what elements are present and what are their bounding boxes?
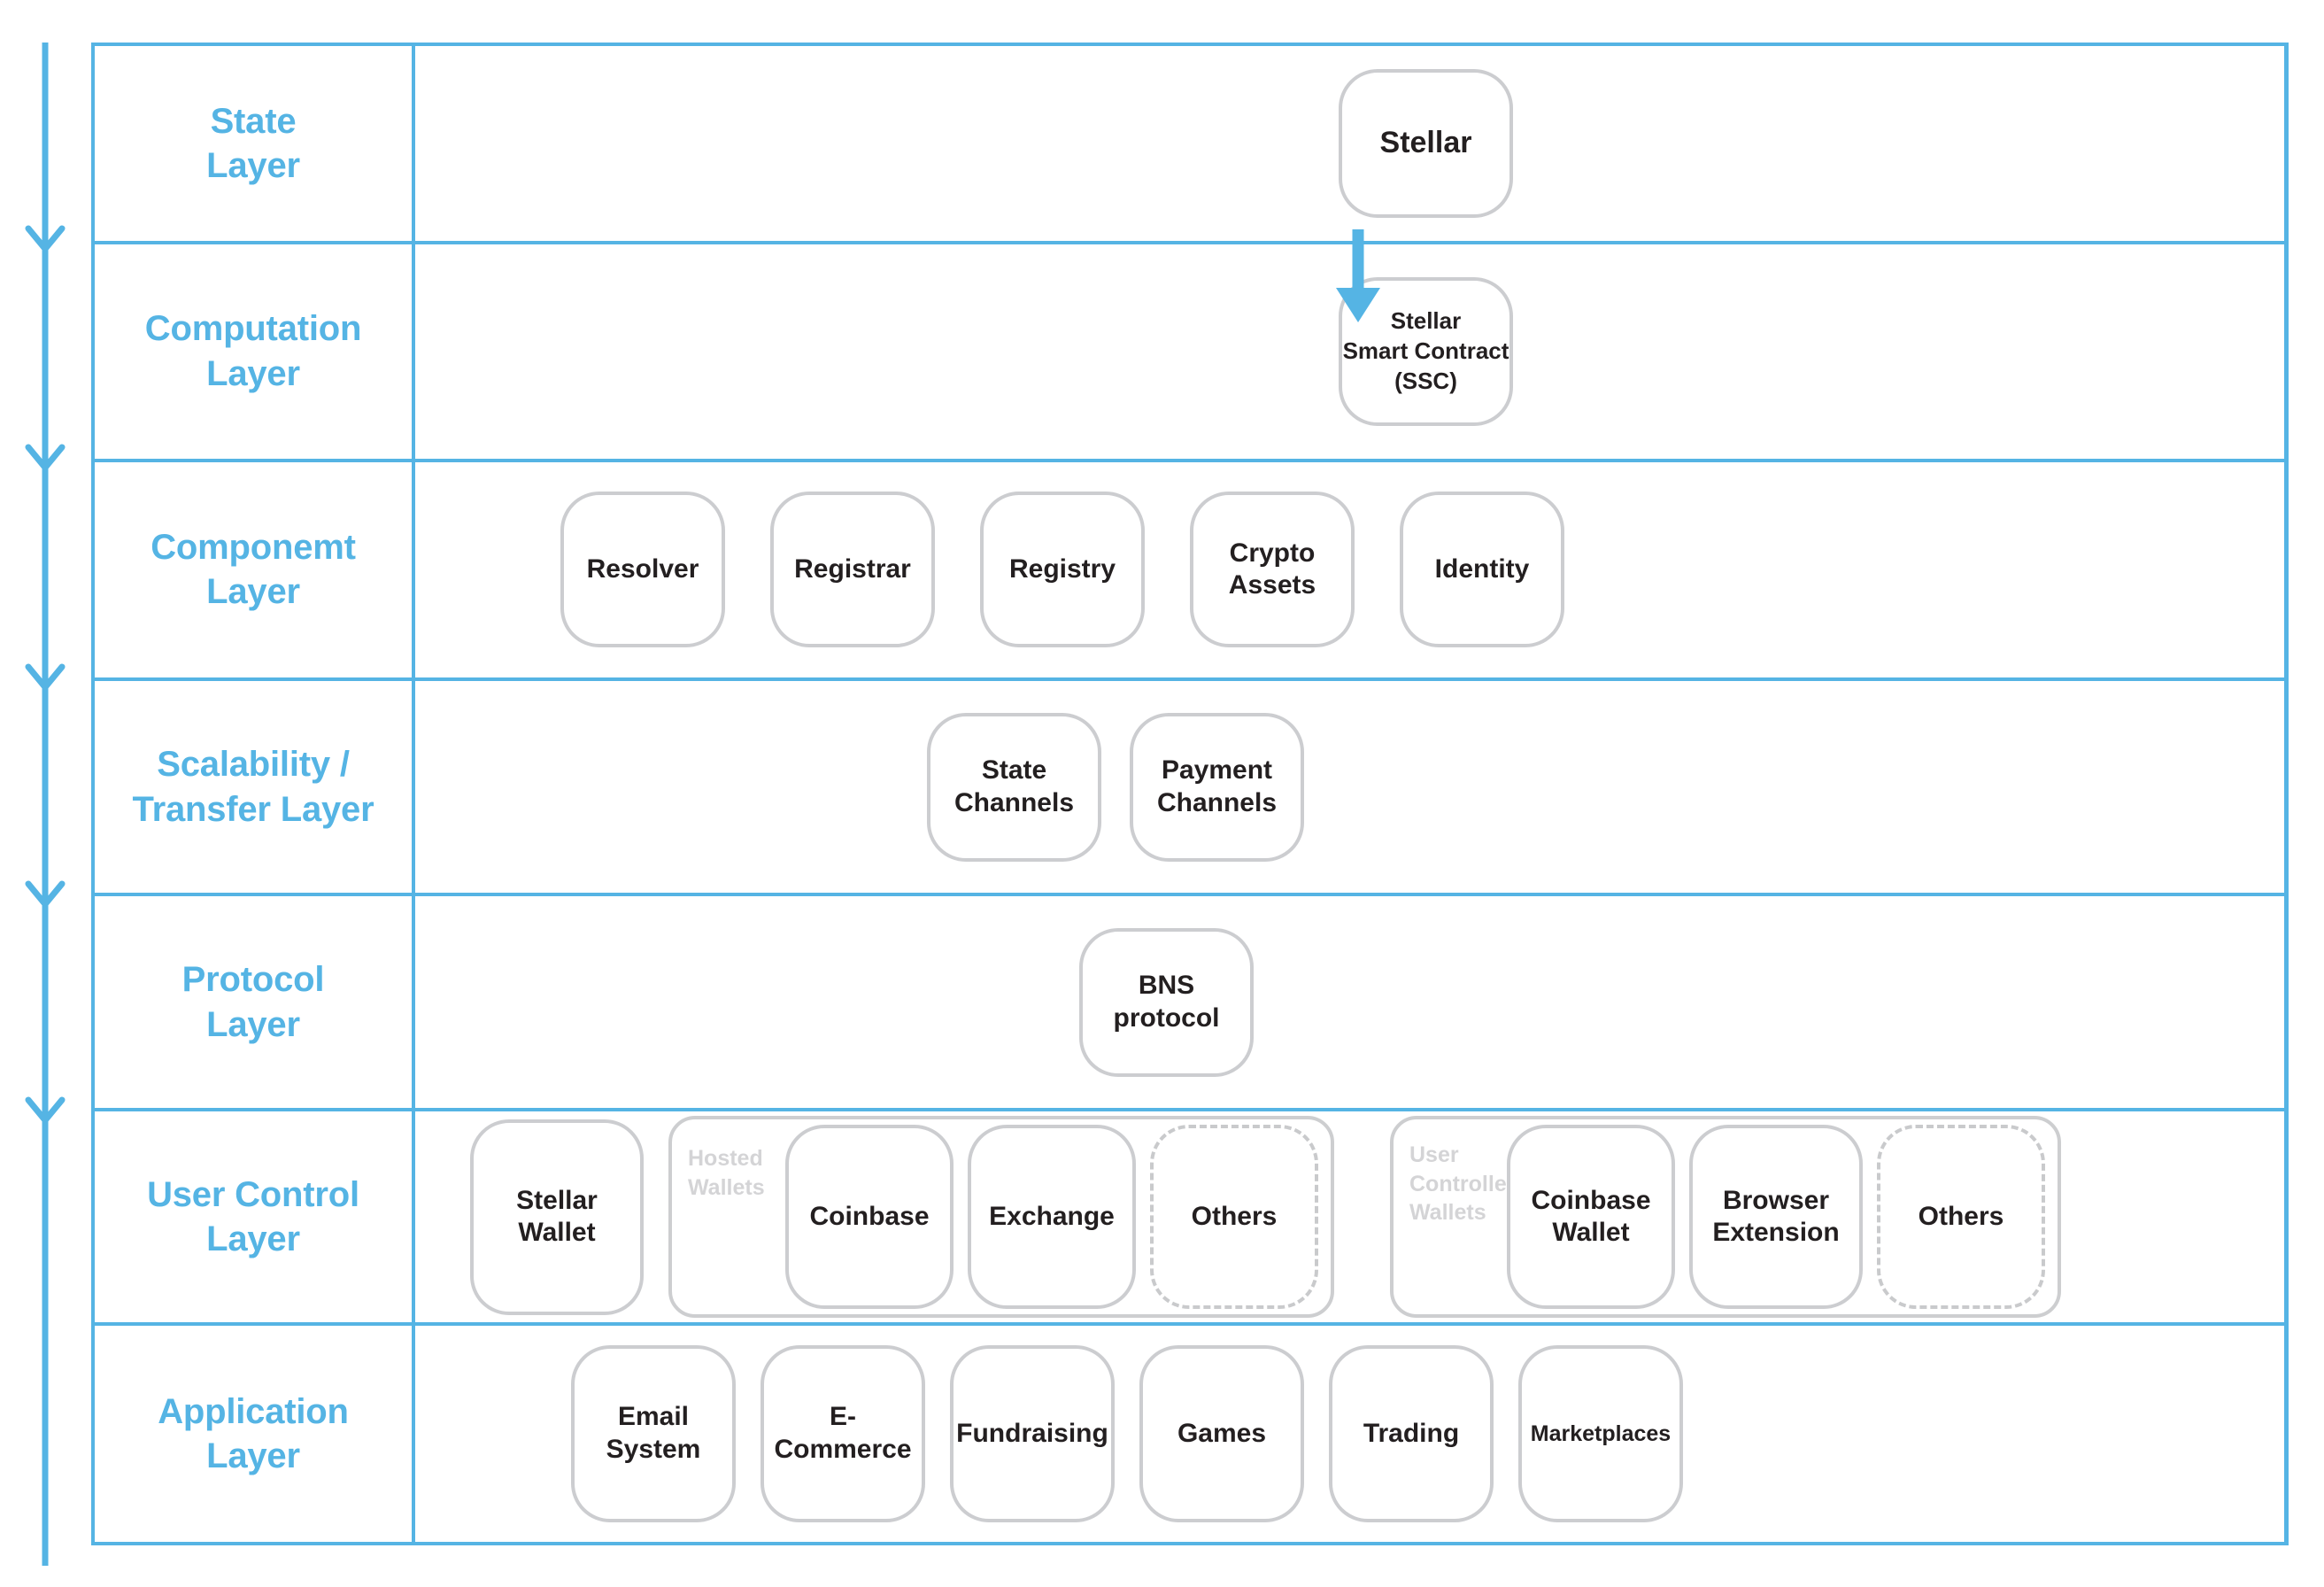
node-registry[interactable]: Registry	[980, 492, 1145, 648]
node-coinbase-wallet[interactable]: Coinbase Wallet	[1507, 1125, 1675, 1310]
layer-row-component: Componemt Layer Resolver Registrar Regis…	[95, 461, 2284, 681]
chevron-down-icon	[25, 880, 66, 910]
layer-content-scalability: State Channels Payment Channels	[415, 681, 2284, 894]
layer-row-scalability: Scalability / Transfer Layer State Chann…	[95, 680, 2284, 897]
layer-row-application: Application Layer Email System E- Commer…	[95, 1326, 2284, 1542]
node-payment-channels[interactable]: Payment Channels	[1130, 712, 1304, 862]
layer-label-application: Application Layer	[158, 1391, 349, 1476]
node-bns-protocol[interactable]: BNS protocol	[1079, 927, 1254, 1077]
node-state-channels[interactable]: State Channels	[927, 712, 1101, 862]
layer-label-cell-scalability: Scalability / Transfer Layer	[95, 680, 415, 894]
layer-label-state: State Layer	[206, 101, 300, 185]
layer-content-user-control: Stellar Wallet Hosted Wallets Coinbase E…	[415, 1111, 2284, 1322]
layer-label-cell-computation: Computation Layer	[95, 244, 415, 459]
chevron-down-icon	[25, 1096, 66, 1126]
node-coinbase[interactable]: Coinbase	[785, 1125, 954, 1310]
group-user-controlled-wallets: User Controlled Wallets Coinbase Wallet …	[1390, 1116, 2061, 1319]
group-label-user-controlled-wallets: User Controlled Wallets	[1409, 1142, 1520, 1226]
node-e-commerce[interactable]: E- Commerce	[761, 1345, 925, 1523]
node-browser-extension[interactable]: Browser Extension	[1689, 1125, 1863, 1310]
layer-grid: State Layer Stellar Computation Layer St…	[91, 43, 2289, 1545]
group-label-hosted-wallets: Hosted Wallets	[688, 1146, 765, 1200]
node-fundraising[interactable]: Fundraising	[950, 1345, 1115, 1523]
node-crypto-assets[interactable]: Crypto Assets	[1190, 492, 1355, 648]
layer-label-scalability: Scalability / Transfer Layer	[132, 745, 374, 829]
layer-label-user-control: User Control Layer	[147, 1174, 359, 1259]
layer-label-cell-user-control: User Control Layer	[95, 1111, 415, 1323]
flow-direction-rail	[25, 43, 66, 1566]
layer-row-protocol: Protocol Layer BNS protocol	[95, 896, 2284, 1112]
node-identity[interactable]: Identity	[1400, 492, 1564, 648]
layer-row-user-control: User Control Layer Stellar Wallet Hosted…	[95, 1111, 2284, 1327]
node-trading[interactable]: Trading	[1329, 1345, 1494, 1523]
layer-label-component: Componemt Layer	[151, 527, 356, 612]
layer-content-protocol: BNS protocol	[415, 896, 2284, 1108]
layer-content-state: Stellar	[415, 46, 2284, 241]
node-marketplaces[interactable]: Marketplaces	[1518, 1345, 1683, 1523]
layer-content-component: Resolver Registrar Registry Crypto Asset…	[415, 462, 2284, 677]
layer-label-cell-protocol: Protocol Layer	[95, 896, 415, 1109]
node-others-hosted[interactable]: Others	[1150, 1125, 1318, 1310]
group-hosted-wallets: Hosted Wallets Coinbase Exchange Others	[668, 1116, 1334, 1319]
layer-row-state: State Layer Stellar	[95, 46, 2284, 244]
layer-label-cell-component: Componemt Layer	[95, 461, 415, 677]
chevron-down-icon	[25, 225, 66, 254]
layer-label-cell-application: Application Layer	[95, 1326, 415, 1542]
chevron-down-icon	[25, 663, 66, 693]
chevron-down-icon	[25, 444, 66, 473]
layer-label-cell-state: State Layer	[95, 46, 415, 241]
arrow-stellar-to-ssc-icon	[1336, 229, 1380, 322]
node-exchange[interactable]: Exchange	[968, 1125, 1136, 1310]
layer-label-protocol: Protocol Layer	[181, 960, 325, 1044]
layer-row-computation: Computation Layer Stellar Smart Contract…	[95, 244, 2284, 462]
node-resolver[interactable]: Resolver	[560, 492, 725, 648]
node-stellar-smart-contract[interactable]: Stellar Smart Contract (SSC)	[1339, 276, 1513, 426]
node-stellar-wallet[interactable]: Stellar Wallet	[470, 1119, 644, 1315]
node-others-user-controlled[interactable]: Others	[1877, 1125, 2045, 1310]
layer-label-computation: Computation Layer	[144, 309, 362, 393]
node-registrar[interactable]: Registrar	[770, 492, 935, 648]
node-games[interactable]: Games	[1139, 1345, 1304, 1523]
node-email-system[interactable]: Email System	[571, 1345, 736, 1523]
layer-content-application: Email System E- Commerce Fundraising Gam…	[415, 1326, 2284, 1542]
node-stellar[interactable]: Stellar	[1339, 68, 1513, 218]
layer-content-computation: Stellar Smart Contract (SSC)	[415, 244, 2284, 459]
